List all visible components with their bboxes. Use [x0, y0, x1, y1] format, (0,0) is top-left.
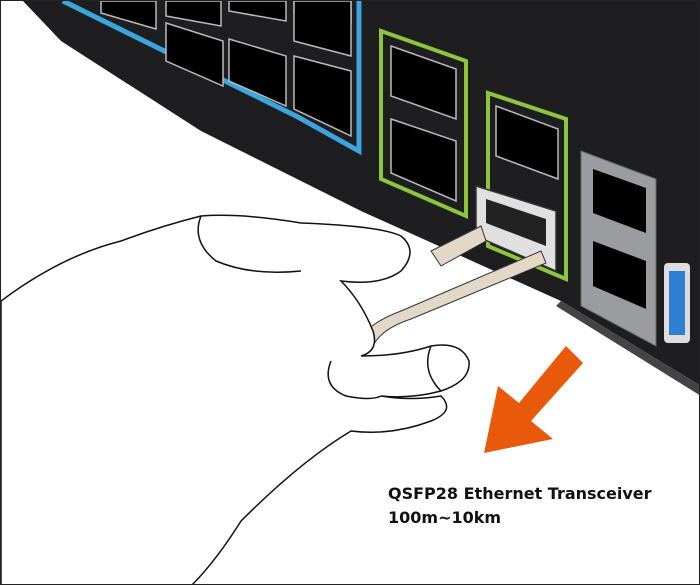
caption-distance: 100m~10km	[388, 508, 502, 527]
transceiver-caption: QSFP28 Ethernet Transceiver 100m~10km	[388, 482, 652, 530]
usb-port	[664, 263, 690, 343]
caption-title: QSFP28 Ethernet Transceiver	[388, 484, 652, 503]
sfp-port-group	[61, 1, 362, 156]
hand	[1, 214, 470, 584]
qsfp28-transceiver	[358, 184, 557, 347]
pull-direction-arrow	[484, 346, 583, 453]
rj45-ports	[580, 150, 657, 347]
qsfp-port-group-1	[379, 28, 468, 220]
switch-front-panel	[23, 1, 699, 395]
